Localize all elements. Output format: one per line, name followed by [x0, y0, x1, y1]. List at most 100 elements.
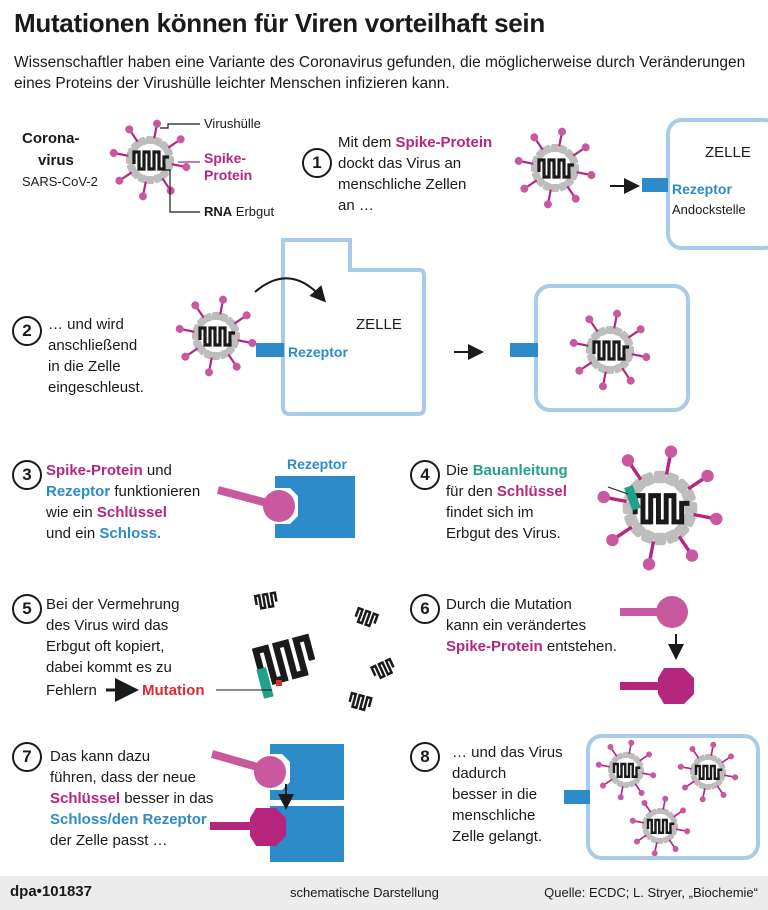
step7-number: 7	[12, 742, 42, 772]
step7-mutated-key-head	[250, 808, 286, 846]
step3-receptor-label: Rezeptor	[287, 456, 347, 472]
step2-virus-icon	[175, 295, 257, 377]
step3-spike-label: Spike-Protein	[46, 462, 143, 479]
step2-cell	[281, 238, 426, 416]
step6-arise: entstehen.	[542, 638, 617, 655]
step1-receptor-label: Rezeptor	[672, 181, 732, 197]
step8-line1: … und das Virus	[452, 744, 563, 761]
step2-cell-label: ZELLE	[356, 316, 402, 333]
step7-line2: führen, dass der neue	[50, 769, 196, 786]
step4-line3: findet sich im	[446, 504, 534, 521]
legend-strain: SARS-CoV-2	[22, 174, 98, 189]
step1-line4: an …	[338, 197, 374, 214]
step3-and: und	[142, 462, 172, 479]
legend-rna-bold: RNA	[204, 204, 233, 219]
step4-leader-line	[607, 486, 629, 495]
step6-mutated-key-head	[658, 668, 694, 704]
legend-name-2: virus	[38, 152, 74, 169]
step6-text: Durch die Mutation kann ein verändertes …	[446, 594, 646, 657]
step1-virus-icon	[514, 127, 596, 209]
step3-number: 3	[12, 460, 42, 490]
step3-key-word: Schlüssel	[96, 504, 167, 521]
step5-mutation-mark	[276, 680, 282, 686]
step8-number: 8	[410, 742, 440, 772]
step8-text: … und das Virus dadurch besser in die me…	[452, 742, 582, 847]
step6-spike-label: Spike-Protein	[446, 638, 543, 655]
legend-virus-icon	[109, 119, 191, 201]
step5-line1: Bei der Vermehrung	[46, 596, 180, 613]
diagram-graphics	[106, 0, 768, 862]
step2-receptor-label: Rezeptor	[288, 344, 348, 360]
legend-rna-rest: Erbgut	[235, 204, 275, 219]
step2-receptor	[256, 343, 284, 357]
legend-envelope: Virushülle	[204, 116, 261, 131]
step6-number: 6	[410, 594, 440, 624]
step5-text: Bei der Vermehrung des Virus wird das Er…	[46, 594, 226, 678]
step7-text: Das kann dazu führen, dass der neue Schl…	[50, 746, 250, 851]
step5-rna-copy-2	[353, 607, 379, 629]
step8-line5: Zelle gelangt.	[452, 828, 543, 845]
step2-line1: … und wird	[48, 316, 124, 333]
step5-line4: dabei kommt es zu	[46, 659, 172, 676]
step7-line5: der Zelle passt …	[50, 832, 168, 849]
step4-for-the: für den	[446, 483, 497, 500]
step1-text-pre: Mit dem	[338, 134, 396, 151]
step5-rna-copy-4	[347, 691, 373, 713]
step1-line3: menschliche Zellen	[338, 176, 467, 193]
step6-key-head	[656, 596, 688, 628]
step3-lock-word: Schloss.	[99, 525, 162, 542]
step2-text: … und wird anschließend in die Zelle ein…	[48, 314, 178, 398]
step1-number: 1	[302, 148, 332, 178]
step4-virus-icon	[596, 444, 723, 571]
step2-curved-arrow	[254, 277, 326, 303]
step5-line3: Erbgut oft kopiert,	[46, 638, 165, 655]
step2-line4: eingeschleust.	[48, 379, 144, 396]
step4-line4: Erbgut des Virus.	[446, 525, 561, 542]
step4-the: Die	[446, 462, 473, 479]
step5-number: 5	[12, 594, 42, 624]
step7-better: besser in das	[120, 790, 214, 807]
step3-and-a: und ein	[46, 525, 100, 542]
step8-line4: menschliche	[452, 807, 536, 824]
step6-line2: kann ein verändertes	[446, 617, 587, 634]
step8-line3: besser in die	[452, 786, 538, 803]
step3-func: funktionieren	[110, 483, 201, 500]
step1-text: Mit dem Spike-Protein dockt das Virus an…	[338, 132, 518, 216]
step1-dock-label: Andockstelle	[672, 202, 746, 217]
envelope-leader-line	[160, 123, 200, 129]
step4-key-word: Schlüssel	[496, 483, 567, 500]
step7-key-head	[254, 756, 286, 788]
page-title: Mutationen können für Viren vorteilhaft …	[14, 8, 545, 38]
footer-note: schematische Darstellung	[290, 885, 439, 900]
legend-rna: RNA Erbgut	[204, 204, 274, 219]
step4-text: Die Bauanleitung für den Schlüssel finde…	[446, 460, 606, 544]
footer-bar: dpa•101837 schematische Darstellung Quel…	[0, 876, 768, 910]
rna-leader-line	[162, 169, 200, 213]
step5-rna-copy-1	[253, 591, 279, 611]
step8-receptor	[564, 790, 590, 804]
step1-cell-label: ZELLE	[705, 144, 751, 161]
step2-line2: anschließend	[48, 337, 138, 354]
step3-receptor-word: Rezeptor	[46, 483, 111, 500]
step1-spike-label: Spike-Protein	[395, 134, 493, 151]
step5-line2: des Virus wird das	[46, 617, 169, 634]
step2-receptor-after	[510, 343, 538, 357]
page-subtitle: Wissenschaftler haben eine Variante des …	[14, 54, 746, 92]
step4-number: 4	[410, 460, 440, 490]
step3-text: Spike-Protein und Rezeptor funktionieren…	[46, 460, 226, 544]
legend-name-1: Corona-	[22, 130, 80, 147]
step3-key-head	[263, 490, 295, 522]
step1-line2: dockt das Virus an	[338, 155, 462, 172]
step7-line1: Das kann dazu	[50, 748, 151, 765]
legend-spike-2: Protein	[204, 167, 253, 183]
step3-like-a: wie ein	[46, 504, 97, 521]
footer-agency: dpa•101837	[10, 883, 92, 900]
step6-line1: Durch die Mutation	[446, 596, 572, 613]
step8-line2: dadurch	[452, 765, 507, 782]
step4-gene-highlight	[624, 485, 641, 511]
legend-spike-1: Spike-	[204, 150, 247, 166]
step5-rna-copy-3	[370, 657, 397, 681]
step7-lock-word: Schloss/den Rezeptor	[50, 811, 207, 828]
step4-build-word: Bauanleitung	[472, 462, 568, 479]
step1-receptor	[642, 178, 668, 192]
